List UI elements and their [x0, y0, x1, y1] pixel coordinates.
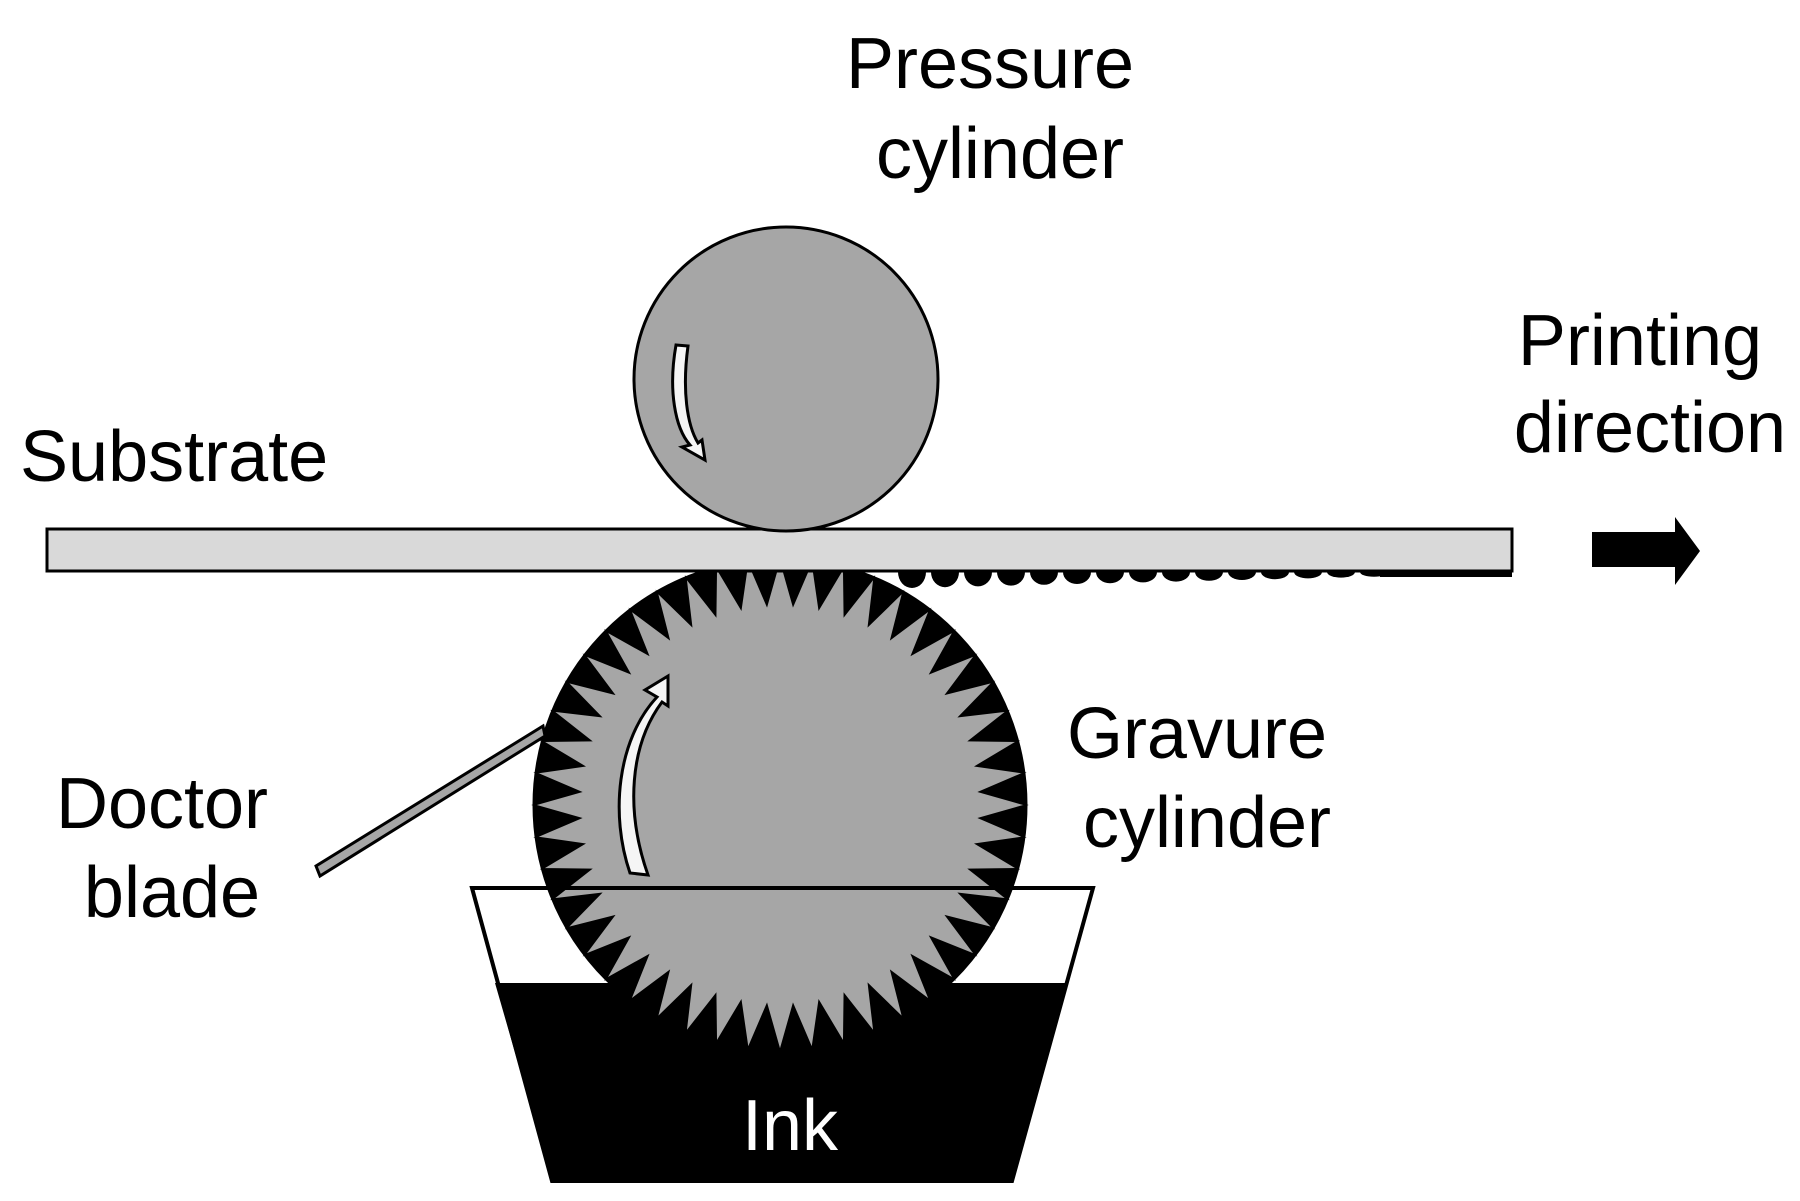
- printing-direction-label-line2: direction: [1514, 388, 1786, 468]
- pressure-rotation-arrow: [671, 343, 707, 463]
- pressure-cylinder-label: Pressure cylinder: [846, 24, 1154, 194]
- substrate-sheet: [45, 527, 1514, 573]
- pressure-cylinder-label-line2: cylinder: [876, 114, 1124, 194]
- doctor-blade-label-line2: blade: [84, 853, 260, 933]
- gravure-rotation-arrow: [617, 673, 670, 877]
- doctor-blade: [314, 723, 547, 879]
- gravure-cylinder: [531, 556, 1029, 1054]
- gravure-cylinder-label-line2: cylinder: [1083, 783, 1331, 863]
- printing-direction-label-line1: Printing: [1518, 301, 1762, 381]
- ink-film: [1380, 571, 1512, 577]
- doctor-blade-label: Doctor blade: [56, 764, 288, 933]
- pressure-cylinder-label-line1: Pressure: [846, 24, 1134, 104]
- gravure-cylinder-label-line1: Gravure: [1067, 694, 1327, 774]
- gravure-cylinder-cells: [531, 556, 1029, 1054]
- ink-label: Ink: [742, 1086, 839, 1166]
- gravure-cylinder-label: Gravure cylinder: [1067, 694, 1347, 863]
- ink-pool: [495, 983, 1067, 1181]
- pressure-cylinder: [632, 225, 940, 533]
- pressure-cylinder-body: [632, 225, 940, 533]
- printing-direction-label: Printing direction: [1514, 301, 1786, 468]
- right-arrow-icon: [1592, 517, 1700, 585]
- doctor-blade-label-line1: Doctor: [56, 764, 268, 844]
- substrate-label: Substrate: [20, 417, 328, 497]
